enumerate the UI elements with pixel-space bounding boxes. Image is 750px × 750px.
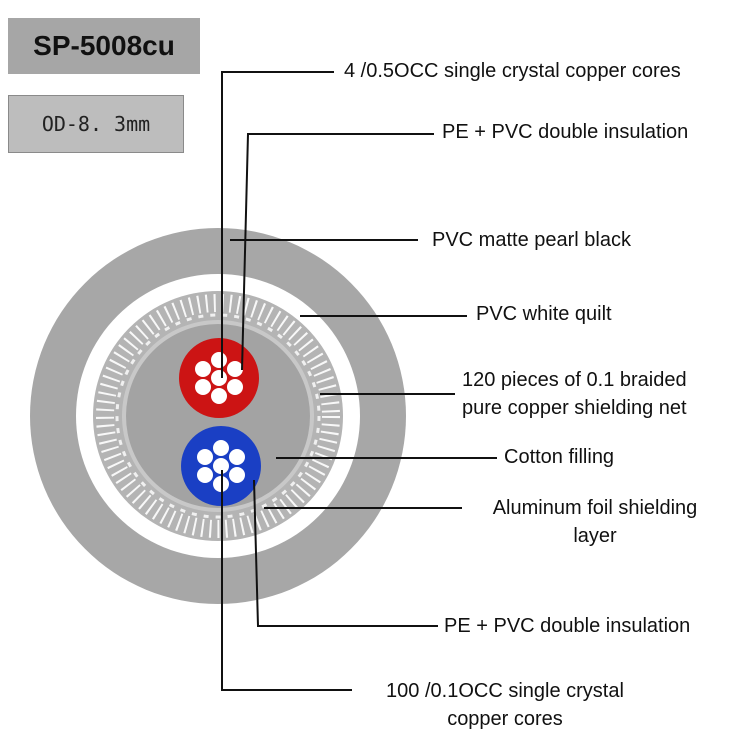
label-braided-shield-line2: pure copper shielding net: [462, 397, 687, 419]
leader-lines: [221, 71, 497, 691]
model-title: SP-5008cu: [8, 18, 200, 74]
label-foil-shield-line2: layer: [573, 525, 617, 547]
leader-core-insulation-bottom: [253, 479, 438, 627]
leader-ground-cores: [221, 470, 352, 691]
label-white-quilt: PVC white quilt: [476, 303, 612, 325]
label-outer-jacket: PVC matte pearl black: [432, 229, 631, 251]
label-ground-cores-line2: copper cores: [447, 708, 563, 730]
braid-texture: [96, 294, 340, 538]
label-signal-cores: 4 /0.5OCC single crystal copper cores: [344, 60, 681, 82]
label-foil-shield-line1: Aluminum foil shielding: [492, 497, 698, 519]
label-core-insulation-bottom: PE + PVC double insulation: [444, 615, 691, 637]
label-ground-cores-line1: 100 /0.1OCC single crystal: [386, 680, 624, 702]
braid-texture-inner: [115, 313, 321, 519]
red-core-strands: [195, 352, 243, 404]
outer-diameter-label: OD-8. 3mm: [8, 95, 184, 153]
label-filling: Cotton filling: [504, 446, 615, 468]
leader-signal-cores: [221, 71, 334, 378]
blue-core-strands: [197, 440, 245, 492]
label-core-insulation-top: PE + PVC double insulation: [442, 121, 689, 143]
leader-core-insulation-top: [241, 133, 434, 371]
label-braided-shield-line1: 120 pieces of 0.1 braided: [462, 369, 687, 391]
